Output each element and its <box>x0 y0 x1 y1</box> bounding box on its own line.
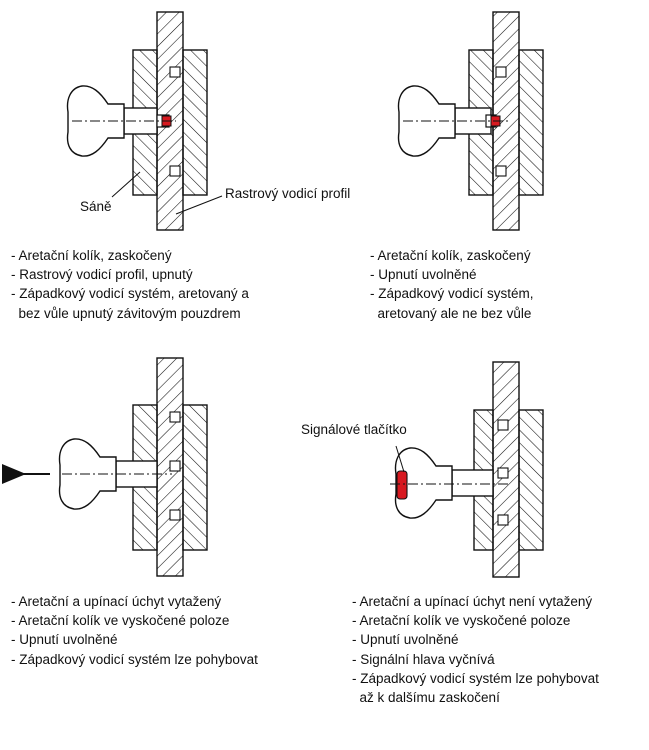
caption-line: - Aretační kolík, zaskočený <box>11 248 172 263</box>
caption-line: - Aretační kolík ve vyskočené poloze <box>352 613 571 629</box>
screw <box>169 66 181 78</box>
panel-4-drawing <box>390 361 544 578</box>
caption-line: - Aretační kolík, zaskočený <box>370 248 531 263</box>
leader-signal <box>395 445 405 473</box>
slide-right <box>182 404 208 551</box>
screw <box>495 66 507 78</box>
knob <box>394 447 453 519</box>
panel-1-drawing <box>66 11 223 231</box>
panel-3-drawing <box>1 357 208 577</box>
panel-1-caption: - Aretační kolík, zaskočený - Rastrový v… <box>11 246 249 323</box>
screw <box>169 411 181 423</box>
screw <box>497 419 509 431</box>
caption-line: - Upnutí uvolněné <box>11 632 118 648</box>
label-raster-profile: Rastrový vodicí profil <box>225 186 351 201</box>
panel-2-caption: - Aretační kolík, zaskočený - Upnutí uvo… <box>370 246 534 323</box>
caption-line: - Rastrový vodicí profil, upnutý <box>11 267 193 283</box>
screw <box>169 509 181 521</box>
threaded-bushing <box>451 469 494 497</box>
screw <box>169 460 181 472</box>
leader-sane <box>111 171 141 198</box>
panel-2-drawing <box>397 11 544 231</box>
caption-line: - Aretační kolík ve vyskočené poloze <box>11 613 230 629</box>
slide-right <box>518 409 544 551</box>
panel-3-caption: - Aretační a upínací úchyt vytažený - Ar… <box>11 592 258 669</box>
caption-line: - Upnutí uvolněné <box>370 267 477 283</box>
leader-raster <box>175 195 223 215</box>
caption-line: až k dalšímu zaskočení <box>352 690 500 706</box>
signal-button-red <box>396 470 408 500</box>
slide-right <box>182 49 208 196</box>
caption-line: - Západkový vodicí systém lze pohybovat <box>11 651 258 667</box>
screw <box>169 165 181 177</box>
caption-line: - Upnutí uvolněné <box>352 632 459 648</box>
caption-line: - Západkový vodicí systém, <box>370 286 534 302</box>
slide-right <box>518 49 544 196</box>
screw <box>497 514 509 526</box>
caption-line: bez vůle upnutý závitovým pouzdrem <box>11 305 241 321</box>
screw <box>497 467 509 479</box>
caption-line: - Aretační a upínací úchyt není vytažený <box>352 594 593 609</box>
label-signal-button: Signálové tlačítko <box>301 422 407 437</box>
caption-line: aretovaný ale ne bez vůle <box>370 305 532 321</box>
caption-line: - Západkový vodicí systém lze pohybovat <box>352 670 599 686</box>
caption-line: - Aretační a upínací úchyt vytažený <box>11 594 222 609</box>
label-sane: Sáně <box>80 199 112 214</box>
panel-4-caption: - Aretační a upínací úchyt není vytažený… <box>352 592 599 707</box>
caption-line: - Signální hlava vyčnívá <box>352 651 495 667</box>
screw <box>495 165 507 177</box>
caption-line: - Západkový vodicí systém, aretovaný a <box>11 286 249 302</box>
